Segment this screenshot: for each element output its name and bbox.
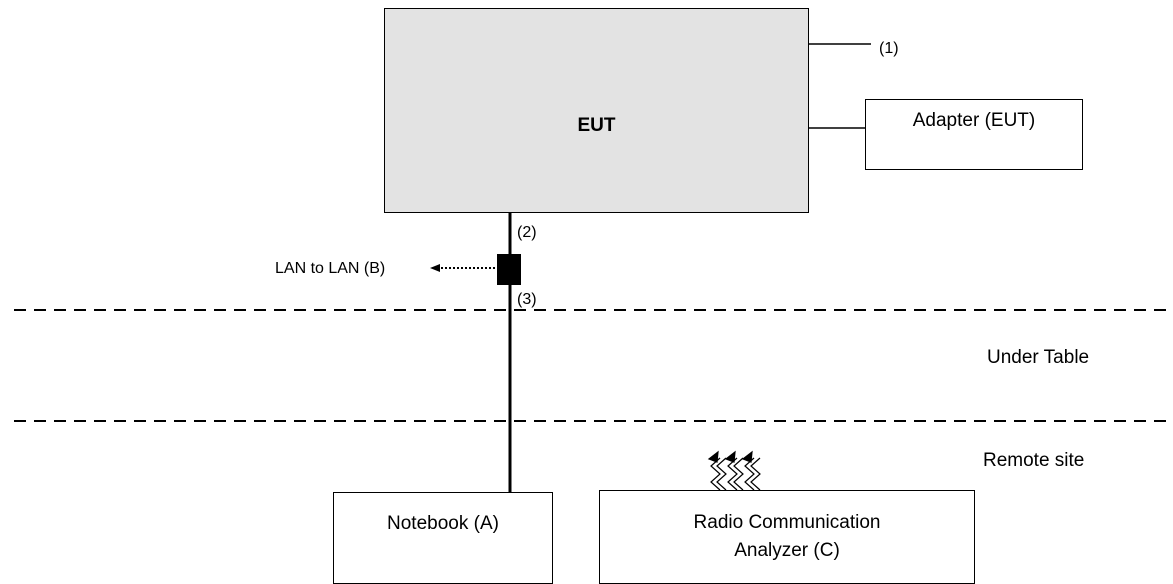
eut-box: EUT (384, 8, 809, 213)
cable-2-label: (2) (517, 224, 537, 241)
analyzer-label: Radio Communication Analyzer (C) (693, 512, 881, 561)
adapter-box: Adapter (EUT) (865, 99, 1083, 170)
lan-to-lan-label: LAN to LAN (B) (275, 260, 386, 277)
adapter-label: Adapter (EUT) (912, 110, 1036, 131)
under-table-label: Under Table (987, 347, 1090, 368)
notebook-box: Notebook (A) (333, 492, 553, 584)
cable-1-label: (1) (879, 40, 899, 57)
wireless-signal-icon (707, 450, 761, 491)
remote-site-label: Remote site (983, 450, 1085, 471)
analyzer-box: Radio Communication Analyzer (C) (599, 490, 975, 584)
cable-3-label: (3) (517, 291, 537, 308)
eut-label: EUT (577, 115, 616, 136)
notebook-label: Notebook (A) (387, 513, 499, 534)
lan-to-lan-connector (497, 254, 521, 285)
